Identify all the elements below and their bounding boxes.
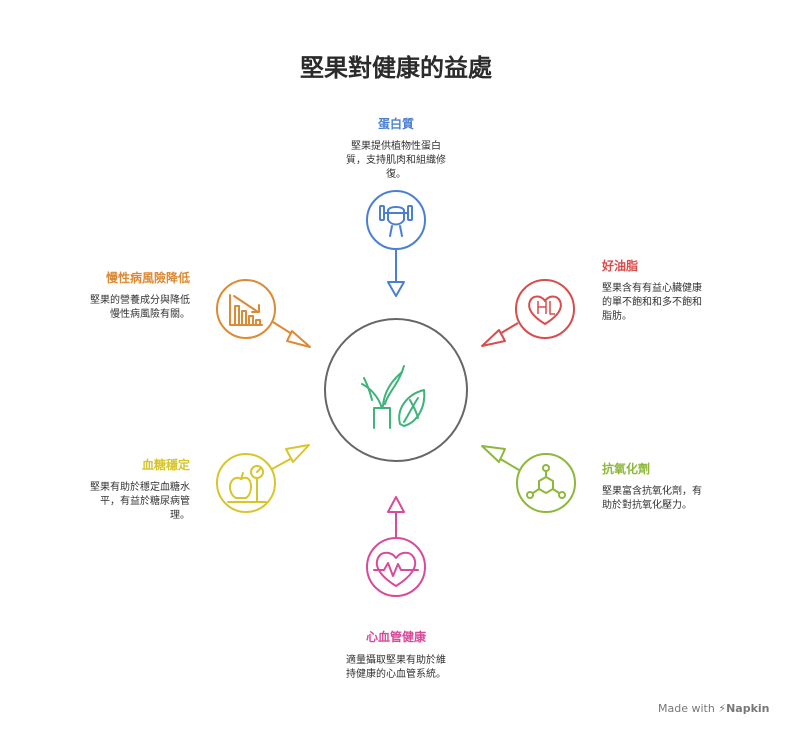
desc-protein: 堅果提供植物性蛋白 質，支持肌肉和組織修 復。: [326, 140, 466, 182]
desc-antioxidant: 堅果富含抗氧化劑，有 助於對抗氧化壓力。: [602, 485, 762, 513]
plant-leaves-icon: [361, 365, 426, 429]
declining-chart-icon: [229, 294, 263, 326]
desc-line: 慢性病風險有關。: [110, 309, 190, 320]
label-antioxidant: 抗氧化劑: [602, 462, 651, 476]
molecule-icon: [526, 464, 566, 499]
napkin-watermark[interactable]: Made with ⚡Napkin: [658, 702, 769, 715]
label-protein: 蛋白質: [377, 117, 414, 131]
desc-line: 堅果的營養成分與降低: [90, 295, 190, 306]
napkin-logo-icon: ⚡: [718, 702, 727, 715]
node-sugar[interactable]: [216, 444, 310, 513]
watermark-brand: Napkin: [726, 702, 770, 715]
desc-line: 平，有益於糖尿病管: [100, 496, 190, 507]
page-title: 堅果對健康的益處: [300, 54, 492, 82]
desc-line: 堅果含有有益心臟健康: [602, 283, 702, 294]
node-fat[interactable]: [481, 279, 575, 347]
desc-fat: 堅果含有有益心臟健康 的單不飽和和多不飽和 脂肪。: [602, 282, 762, 324]
watermark-prefix: Made with: [658, 702, 715, 715]
desc-line: 脂肪。: [602, 311, 632, 322]
desc-line: 質，支持肌肉和組織修: [346, 155, 446, 166]
desc-cardio: 適量攝取堅果有助於維 持健康的心血管系統。: [316, 654, 476, 682]
desc-line: 持健康的心血管系統。: [346, 669, 446, 680]
apple-scale-icon: [227, 465, 267, 503]
heart-oil-icon: [528, 295, 562, 325]
label-fat: 好油脂: [602, 259, 639, 273]
desc-line: 堅果富含抗氧化劑，有: [602, 486, 702, 497]
node-antioxidant[interactable]: [481, 445, 576, 513]
label-cardio: 心血管健康: [365, 630, 426, 644]
desc-line: 復。: [386, 169, 406, 180]
center-circle: [324, 318, 468, 462]
node-protein[interactable]: [366, 190, 426, 297]
desc-line: 適量攝取堅果有助於維: [346, 655, 446, 666]
desc-line: 的單不飽和和多不飽和: [602, 297, 702, 308]
label-sugar: 血糖穩定: [141, 458, 190, 472]
desc-line: 堅果提供植物性蛋白: [351, 141, 441, 152]
heartbeat-icon: [373, 551, 419, 587]
desc-sugar: 堅果有助於穩定血糖水 平，有益於糖尿病管 理。: [30, 481, 190, 523]
desc-chronic: 堅果的營養成分與降低 慢性病風險有關。: [30, 294, 190, 322]
node-chronic[interactable]: [216, 279, 311, 348]
dumbbell-fist-icon: [379, 205, 413, 237]
desc-line: 理。: [170, 510, 190, 521]
desc-line: 堅果有助於穩定血糖水: [90, 482, 190, 493]
desc-line: 助於對抗氧化壓力。: [602, 500, 692, 511]
label-chronic: 慢性病風險降低: [105, 271, 190, 285]
node-cardio[interactable]: [366, 496, 426, 597]
